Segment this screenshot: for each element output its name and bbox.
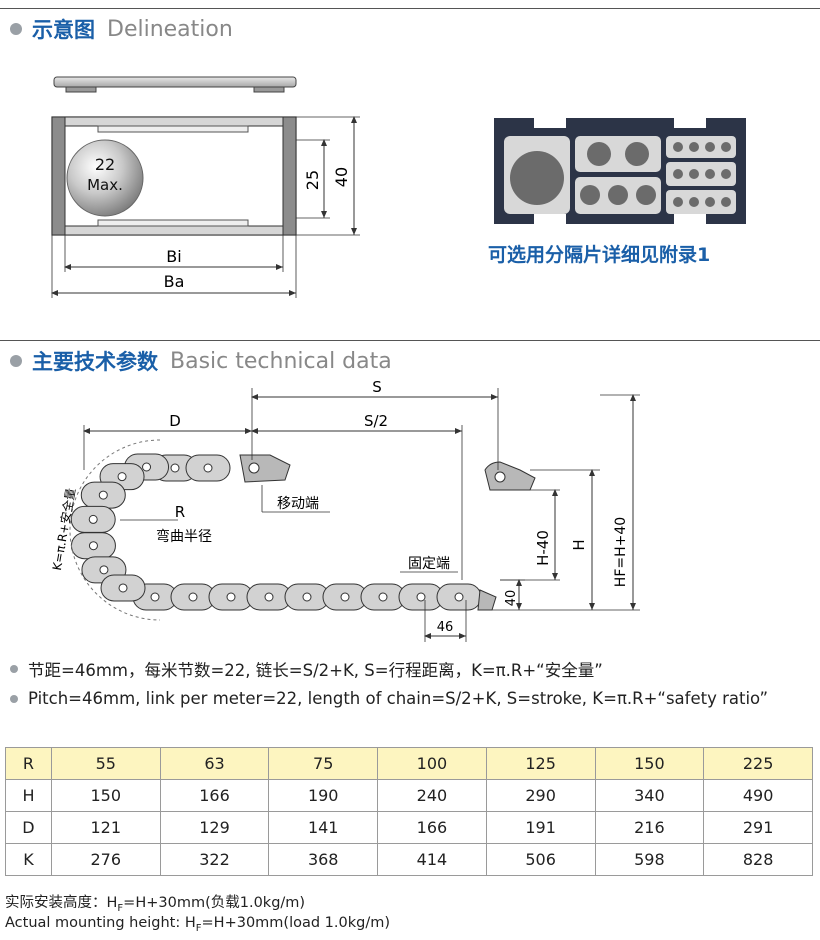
label-R: R [175,503,185,521]
table-row-label: D [5,811,52,844]
table-cell: 322 [159,843,270,876]
separator-caption: 可选用分隔片详细见附录1 [488,244,711,266]
separator-figure-icon [494,118,746,224]
label-fixed-end: 固定端 [408,556,450,572]
section2-title-cn: 主要技术参数 [32,350,158,374]
footer-en-suffix: =H+30mm(load 1.0kg/m) [201,915,391,931]
label-46: 46 [437,620,454,635]
table-row-label: R [5,747,52,780]
dim-inner-height: 25 [303,170,322,190]
table-cell: 291 [703,811,813,844]
footer-cn: 实际安装高度：HF=H+30mm(负载1.0kg/m) [5,891,305,914]
table-cell: 225 [703,747,813,780]
table-cell: 506 [485,843,596,876]
section2-heading: 主要技术参数 Basic technical data [10,346,392,376]
label-HF: HF=H+40 [613,517,629,587]
note-en: Pitch=46mm, link per meter=22, length of… [10,689,768,708]
label-40: 40 [504,590,519,607]
footer-cn-sub: F [117,902,124,914]
section1-heading: 示意图 Delineation [10,14,233,44]
ball-size-label: 22 [95,155,115,174]
table-cell: 100 [377,747,487,780]
dim-inner-width: Bi [166,247,181,266]
chain-cross-section-icon [51,116,297,236]
section2-title-en: Basic technical data [170,348,392,374]
table-cell: 63 [159,747,270,780]
section1-title-en: Delineation [107,16,233,42]
bullet-dot-icon [10,355,22,367]
table-cell: 55 [50,747,161,780]
table-cell: 150 [50,779,161,812]
table-cell: 414 [377,843,487,876]
table-cell: 121 [50,811,161,844]
section1-rule [0,8,820,9]
footer-en-sub: F [195,922,202,934]
table-cell: 216 [594,811,705,844]
dim-outer-width: Ba [164,272,185,291]
footer-en: Actual mounting height: HF=H+30mm(load 1… [5,915,390,934]
table-cell: 150 [594,747,705,780]
bullet-dot-icon [10,694,18,703]
table-cell: 141 [268,811,379,844]
label-bend-radius: 弯曲半径 [156,528,212,545]
table-cell: 190 [268,779,379,812]
table-row-label: H [5,779,52,812]
section1-title-cn: 示意图 [32,18,95,42]
footer-cn-suffix: =H+30mm(负载1.0kg/m) [123,895,306,911]
note-cn: 节距=46mm，每米节数=22, 链长=S/2+K, S=行程距离，K=π.R+… [10,657,603,681]
note-en-text: Pitch=46mm, link per meter=22, length of… [28,689,769,708]
table-cell: 240 [377,779,487,812]
table-cell: 368 [268,843,379,876]
table-cell: 276 [50,843,161,876]
bullet-dot-icon [10,665,18,673]
note-cn-text: 节距=46mm，每米节数=22, 链长=S/2+K, S=行程距离，K=π.R+… [28,661,603,680]
table-cell: 125 [485,747,596,780]
table-row-label: K [5,843,52,876]
table-cell: 166 [377,811,487,844]
ball-max-label: Max. [87,176,123,194]
bullet-dot-icon [10,23,22,35]
chain-drawing [70,453,536,611]
table-cell: 129 [159,811,270,844]
label-D: D [169,412,181,430]
label-K: K=π.R+安全量 [49,487,78,572]
dim-outer-height: 40 [332,167,351,187]
table-cell: 166 [159,779,270,812]
table-cell: 290 [485,779,596,812]
table-cell: 191 [485,811,596,844]
label-S: S [372,378,382,396]
label-H40: H-40 [534,530,552,566]
chain-lid-icon [53,76,297,93]
section2-rule [0,340,820,341]
footer-cn-prefix: 实际安装高度：H [5,895,118,911]
table-cell: 828 [703,843,813,876]
label-moving-end: 移动端 [277,496,319,512]
table-cell: 598 [594,843,705,876]
table-cell: 340 [594,779,705,812]
label-H: H [570,539,588,550]
table-cell: 75 [268,747,379,780]
table-cell: 490 [703,779,813,812]
label-S2: S/2 [364,412,388,430]
footer-en-prefix: Actual mounting height: H [5,915,196,931]
